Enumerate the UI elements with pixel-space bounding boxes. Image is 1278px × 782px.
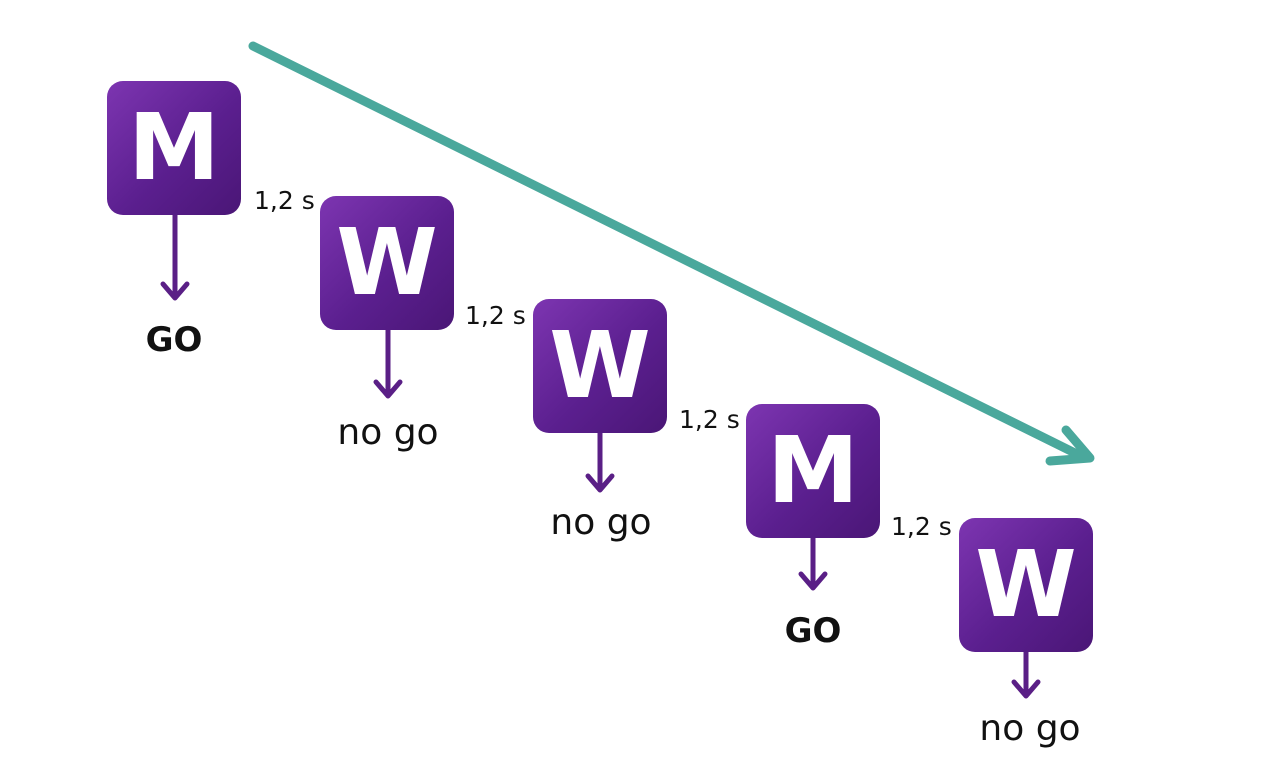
down-arrow-3 xyxy=(585,432,615,493)
stimulus-tile-5: W xyxy=(959,518,1093,652)
stimulus-letter-5: W xyxy=(975,531,1077,638)
response-label-1: GO xyxy=(145,320,203,360)
interval-label-1: 1,2 s xyxy=(254,186,315,215)
response-label-2: no go xyxy=(337,412,439,453)
down-arrow-4 xyxy=(798,537,828,591)
timeline-arrow xyxy=(248,41,1095,466)
response-label-5: no go xyxy=(979,708,1081,749)
response-label-4: GO xyxy=(784,611,842,651)
stimulus-tile-4: M xyxy=(746,404,880,538)
interval-label-4: 1,2 s xyxy=(891,512,952,541)
stimulus-tile-2: W xyxy=(320,196,454,330)
stimulus-letter-4: M xyxy=(767,417,859,524)
down-arrow-2 xyxy=(373,329,403,399)
stimulus-letter-3: W xyxy=(549,312,651,419)
stimulus-letter-2: W xyxy=(336,209,438,316)
down-arrow-5 xyxy=(1011,651,1041,699)
timeline-arrow-head xyxy=(1045,425,1095,466)
timeline-arrow-line xyxy=(248,41,1090,463)
stimulus-letter-1: M xyxy=(128,94,220,201)
response-label-3: no go xyxy=(550,502,652,543)
interval-label-2: 1,2 s xyxy=(465,301,526,330)
stimulus-tile-1: M xyxy=(107,81,241,215)
interval-label-3: 1,2 s xyxy=(679,405,740,434)
down-arrow-1 xyxy=(160,214,190,301)
stimulus-tile-3: W xyxy=(533,299,667,433)
